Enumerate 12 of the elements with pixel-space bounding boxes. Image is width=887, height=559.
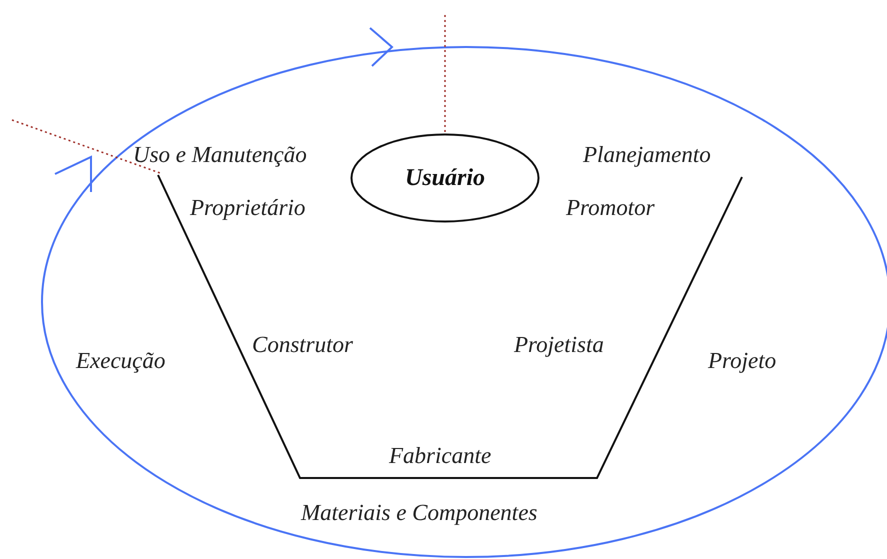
- role-label: Construtor: [252, 332, 353, 358]
- stage-label: Projeto: [708, 348, 776, 374]
- role-label: Projetista: [514, 332, 604, 358]
- ellipse-node: [350, 133, 540, 223]
- role-label: Proprietário: [190, 195, 306, 221]
- role-label: Promotor: [566, 195, 655, 221]
- node-label: Usuário: [404, 164, 486, 192]
- stage-label: Planejamento: [583, 142, 711, 168]
- stage-label: Materiais e Componentes: [301, 500, 538, 526]
- role-label: Fabricante: [389, 443, 492, 469]
- stage-label: Execução: [76, 348, 166, 374]
- stage-label: Uso e Manutenção: [133, 142, 307, 168]
